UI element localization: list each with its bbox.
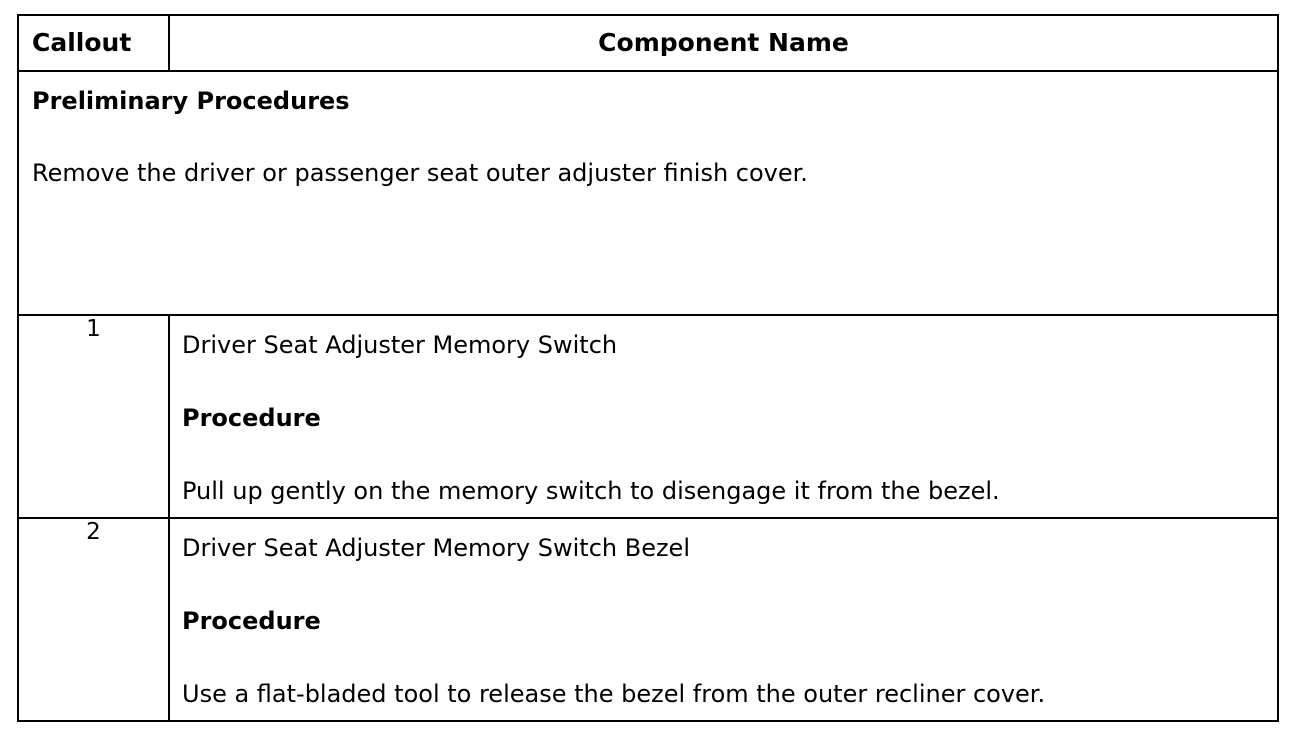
preliminary-procedures-text: Remove the driver or passenger seat oute… bbox=[32, 159, 808, 187]
procedure-table: Callout Component Name Preliminary Proce… bbox=[17, 14, 1279, 722]
table-row: 2 Driver Seat Adjuster Memory Switch Bez… bbox=[17, 517, 1279, 722]
preliminary-procedures-row: Preliminary Procedures Remove the driver… bbox=[17, 70, 1279, 316]
procedure-label: Procedure bbox=[182, 404, 321, 432]
component-detail-cell: Driver Seat Adjuster Memory Switch Proce… bbox=[168, 314, 1279, 519]
table-header: Callout Component Name bbox=[17, 14, 1279, 72]
column-header-component-name: Component Name bbox=[168, 14, 1279, 72]
component-name-text: Driver Seat Adjuster Memory Switch Bezel bbox=[182, 534, 690, 562]
preliminary-procedures-title: Preliminary Procedures bbox=[32, 87, 350, 115]
header-row: Callout Component Name bbox=[17, 14, 1279, 72]
table-row: 1 Driver Seat Adjuster Memory Switch Pro… bbox=[17, 314, 1279, 519]
table-body: Preliminary Procedures Remove the driver… bbox=[17, 70, 1279, 722]
procedure-label: Procedure bbox=[182, 607, 321, 635]
procedure-text: Use a flat-bladed tool to release the be… bbox=[182, 680, 1046, 708]
preliminary-procedures-cell: Preliminary Procedures Remove the driver… bbox=[17, 70, 1279, 316]
procedure-text: Pull up gently on the memory switch to d… bbox=[182, 477, 1000, 505]
component-detail-cell: Driver Seat Adjuster Memory Switch Bezel… bbox=[168, 517, 1279, 722]
column-header-callout: Callout bbox=[17, 14, 170, 72]
callout-number: 1 bbox=[17, 314, 170, 519]
callout-number: 2 bbox=[17, 517, 170, 722]
component-name-text: Driver Seat Adjuster Memory Switch bbox=[182, 331, 618, 359]
